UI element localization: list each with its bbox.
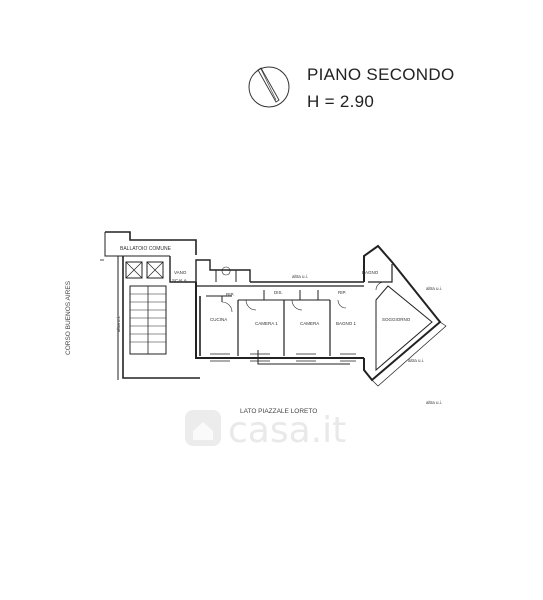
- apartment-walls: [195, 266, 364, 365]
- altra-ui-right-mid-label: altra u.i.: [408, 358, 424, 363]
- bagno-label: BAGNO: [362, 270, 379, 275]
- watermark-text: casa.it: [228, 410, 346, 451]
- rip-label-2: RIP.: [338, 290, 346, 295]
- vano-scala-label-1: VANO: [174, 270, 187, 275]
- vano-scala-label-2: SCALA: [172, 278, 187, 283]
- watermark: casa.it: [185, 410, 346, 451]
- altra-ui-right-top-label: altra u.i.: [426, 286, 442, 291]
- street-left-label: CORSO BUENOS AIRES: [65, 280, 72, 355]
- altra-ui-left-label: altra u.i.: [116, 316, 121, 332]
- soggiorno-label: SOGGIORNO: [382, 317, 411, 322]
- ballatoio-label: BALLATOIO COMUNE: [120, 246, 172, 252]
- stair-block: [104, 231, 251, 380]
- camera-label: CAMERA: [300, 321, 319, 326]
- floor-title: PIANO SECONDO: [307, 65, 454, 84]
- altra-ui-bottom-right-label: altra u.i.: [426, 400, 442, 405]
- camera-1-label: CAMERA 1: [255, 321, 278, 326]
- bagno-1-label: BAGNO 1: [336, 321, 357, 326]
- cucina-label: CUCINA: [210, 317, 227, 322]
- height-label: H = 2.90: [307, 92, 374, 111]
- disimpegno-label: DIS.: [274, 290, 283, 295]
- street-bottom-label: LATO PIAZZALE LORETO: [240, 408, 317, 415]
- altra-ui-top-label: altra u.i.: [292, 274, 308, 279]
- north-arrow-icon: [248, 66, 290, 108]
- rip-label-1: RIP.: [226, 292, 234, 297]
- living-room-walls: [363, 244, 447, 387]
